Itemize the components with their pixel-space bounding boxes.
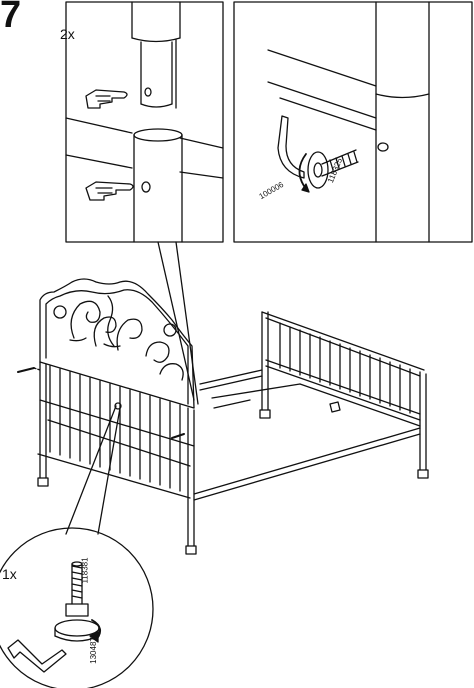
- callout-line-bottom: [65, 402, 122, 535]
- detail-circle-leg-screw: [0, 527, 154, 688]
- quantity-label-top: 2x: [60, 26, 75, 42]
- quantity-label-bottom: 1x: [2, 566, 17, 582]
- detail-panel-leg-connection: [65, 1, 224, 243]
- detail-panel-screw: [233, 1, 473, 243]
- bed-frame: [17, 278, 429, 555]
- callout-line-top: [157, 241, 199, 405]
- pointing-hand-icon: [85, 181, 134, 201]
- step-number: 7: [0, 0, 22, 36]
- part-number-label: 130487: [88, 637, 98, 664]
- part-number-label: 118381: [80, 557, 90, 584]
- pointing-hand-icon: [85, 89, 128, 109]
